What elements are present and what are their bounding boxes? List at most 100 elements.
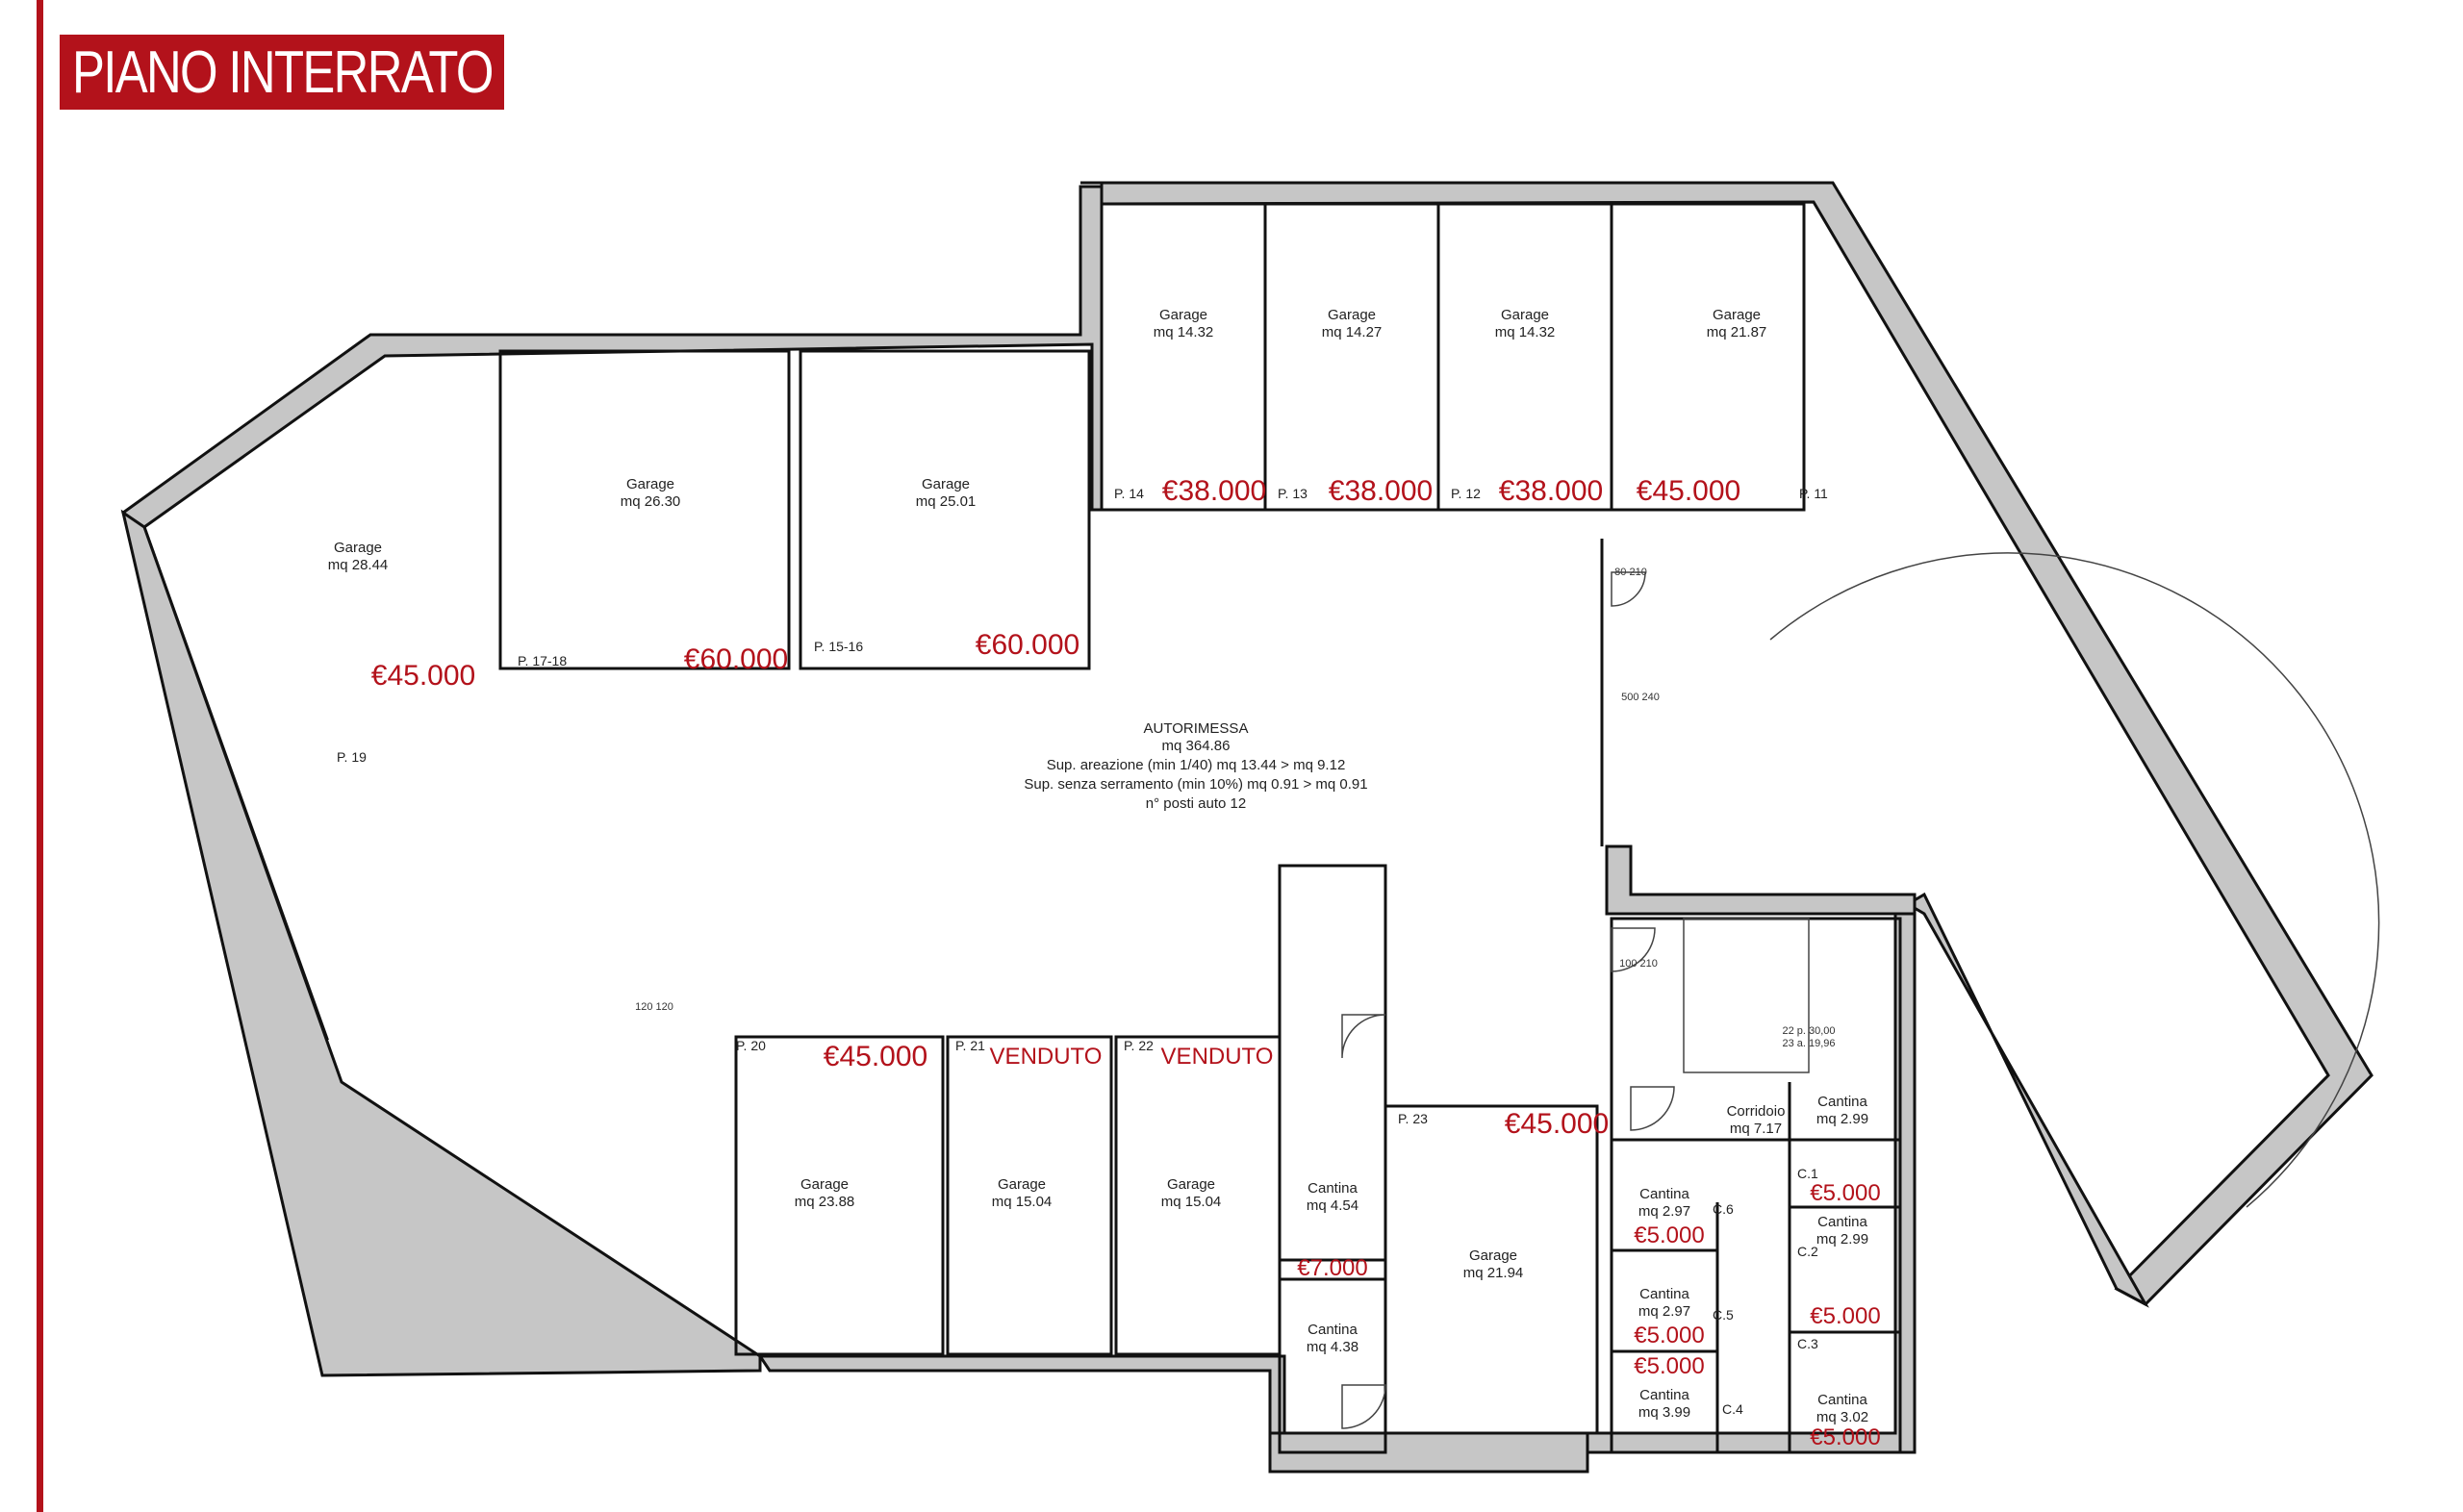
garage-box-20 (734, 1035, 945, 1356)
price-11: €45.000 (1637, 475, 1740, 507)
post-17-18: P. 17-18 (518, 653, 567, 668)
stair-box (1683, 918, 1810, 1073)
sidebar-accent-line (37, 0, 43, 1512)
garage-area-20: mq 23.88 (795, 1194, 855, 1210)
wall-south-west (120, 509, 762, 1377)
post-21: P. 21 (955, 1038, 985, 1053)
title-banner: PIANO INTERRATO (60, 35, 504, 110)
price-22: VENDUTO (1161, 1044, 1274, 1070)
garage-area-13: mq 14.27 (1322, 324, 1383, 340)
vent-dim: 120 120 (635, 1001, 673, 1013)
cantina-area-c1: mq 2.99 (1816, 1111, 1868, 1127)
ramp-dim: 500 240 (1621, 692, 1660, 703)
post-20: P. 20 (736, 1038, 766, 1053)
cantina-box-4-38 (1278, 1277, 1387, 1454)
code-c5: C.5 (1713, 1307, 1734, 1323)
cantina-label-2: Cantina (1308, 1322, 1358, 1338)
price-c4: €5.000 (1634, 1353, 1704, 1379)
wall-north-east (1080, 181, 2374, 1306)
garage-area-15-16: mq 25.01 (916, 493, 977, 510)
garage-box-12 (1436, 202, 1613, 512)
cantina-label-c1: Cantina (1817, 1094, 1867, 1110)
autorimessa-line3: n° posti auto 12 (1146, 795, 1246, 812)
price-c6: €5.000 (1634, 1222, 1704, 1248)
cantina-label-c2: Cantina (1817, 1214, 1867, 1230)
cantina-area-c5: mq 2.97 (1638, 1303, 1690, 1320)
ramp-curve (1769, 552, 2380, 1208)
garage-label-22: Garage (1167, 1176, 1215, 1193)
price-cantina-1: €7.000 (1297, 1255, 1367, 1281)
garage-area-12: mq 14.32 (1495, 324, 1556, 340)
code-c6: C.6 (1713, 1201, 1734, 1217)
cantina-label-c5: Cantina (1639, 1286, 1689, 1302)
post-23: P. 23 (1398, 1111, 1428, 1126)
garage-box-11 (1610, 202, 1806, 512)
cantina-box-4-54 (1278, 864, 1387, 1262)
garage-label-15-16: Garage (922, 476, 970, 492)
post-22: P. 22 (1124, 1038, 1154, 1053)
ramp-dim-value: 500 240 (1621, 692, 1660, 703)
garage-label-13: Garage (1328, 307, 1376, 323)
garage-area-23: mq 21.94 (1463, 1265, 1524, 1281)
price-15-16: €60.000 (976, 629, 1079, 661)
post-19: P. 19 (337, 749, 367, 765)
cantina-area-1: mq 4.54 (1307, 1197, 1358, 1214)
cantina-label-c6: Cantina (1639, 1186, 1689, 1202)
garage-label-21: Garage (998, 1176, 1046, 1193)
price-23: €45.000 (1505, 1108, 1609, 1140)
garage-label-11: Garage (1713, 307, 1761, 323)
page-title: PIANO INTERRATO (71, 38, 494, 106)
outer-walls (120, 181, 2374, 1474)
room-outlines (498, 202, 2380, 1454)
cantina-label-1: Cantina (1308, 1180, 1358, 1197)
cantina-area-c2: mq 2.99 (1816, 1231, 1868, 1247)
corridoio-area: mq 7.17 (1730, 1121, 1782, 1137)
autorimessa-name: AUTORIMESSA (1144, 720, 1249, 737)
garage-area-22: mq 15.04 (1161, 1194, 1222, 1210)
door-cantina-top (1341, 1014, 1386, 1059)
garage-label-12: Garage (1501, 307, 1549, 323)
garage-area-14: mq 14.32 (1154, 324, 1214, 340)
price-14: €38.000 (1162, 475, 1266, 507)
cantine-block (1610, 1138, 1902, 1454)
cantina-label-c3: Cantina (1817, 1392, 1867, 1408)
price-20: €45.000 (824, 1041, 927, 1072)
autorimessa-line1: Sup. areazione (min 1/40) mq 13.44 > mq … (1047, 757, 1346, 773)
post-13: P. 13 (1278, 486, 1308, 501)
garage-area-19: mq 28.44 (328, 557, 389, 573)
garage-box-23 (1384, 1104, 1599, 1435)
garage-label-20: Garage (800, 1176, 849, 1193)
door-cantina-bottom (1341, 1384, 1386, 1429)
price-c3: €5.000 (1810, 1424, 1880, 1450)
garage-box-13 (1263, 202, 1440, 512)
wall-south (757, 1354, 1286, 1474)
cantina-area-2: mq 4.38 (1307, 1339, 1358, 1355)
garage-area-17-18: mq 26.30 (621, 493, 681, 510)
stair-dim-2: 23 a. 19,96 (1782, 1038, 1835, 1049)
door-ramp (1611, 571, 1646, 607)
price-c5: €5.000 (1634, 1323, 1704, 1348)
garage-area-11: mq 21.87 (1707, 324, 1767, 340)
room-labels: Garage mq 14.32 €38.000 P. 14 Garage mq … (328, 307, 1881, 1450)
post-11: P. 11 (1799, 486, 1828, 501)
wall-core-top (1605, 844, 1917, 916)
price-21: VENDUTO (990, 1044, 1103, 1070)
door-corridoio (1630, 1086, 1675, 1131)
stair-dim-1: 22 p. 30,00 (1782, 1025, 1835, 1037)
post-15-16: P. 15-16 (814, 639, 863, 654)
cantina-area-c6: mq 2.97 (1638, 1203, 1690, 1220)
price-13: €38.000 (1329, 475, 1433, 507)
garage-label-14: Garage (1159, 307, 1207, 323)
code-c3: C.3 (1797, 1336, 1818, 1351)
garage-box-14 (1100, 202, 1267, 512)
garage-label-19: Garage (334, 540, 382, 556)
door-dim-100: 100 210 (1619, 958, 1658, 970)
corridoio-label: Corridoio (1727, 1103, 1786, 1120)
post-12: P. 12 (1451, 486, 1481, 501)
code-c1: C.1 (1797, 1166, 1818, 1181)
garage-box-21 (946, 1035, 1113, 1356)
door-dim-100-value: 100 210 (1619, 958, 1658, 970)
code-c2: C.2 (1797, 1244, 1818, 1259)
garage-label-23: Garage (1469, 1247, 1517, 1264)
